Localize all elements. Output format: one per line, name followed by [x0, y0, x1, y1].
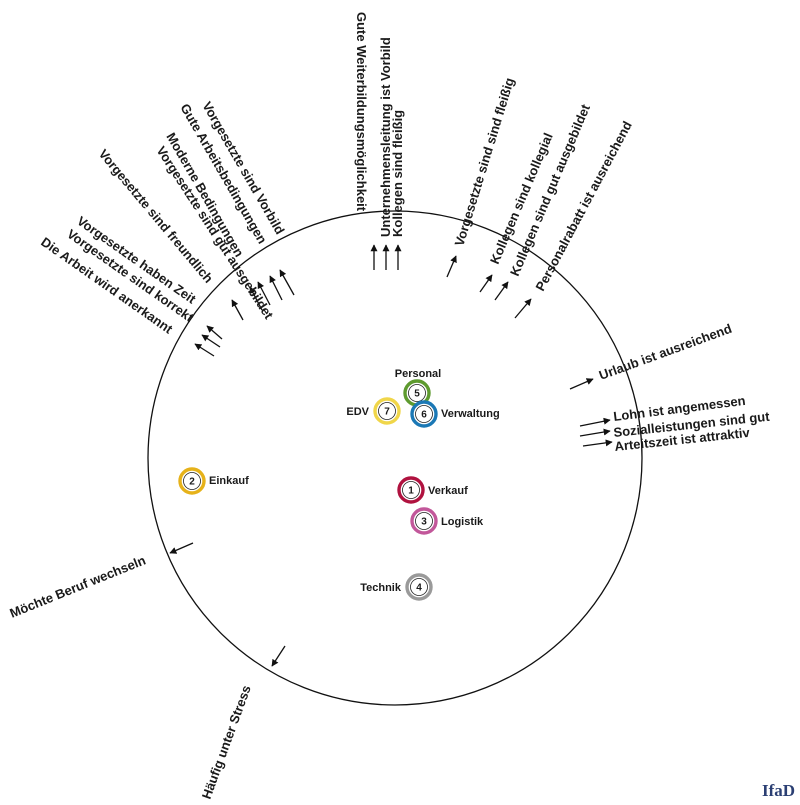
dept-ring-inner-edv [378, 402, 396, 420]
item-label-beruf: Möchte Beruf wechseln [8, 552, 148, 620]
arrow-arbeitszeit [582, 439, 613, 447]
dept-ring-inner-einkauf [183, 472, 201, 490]
arrow-vorg-freundlich [231, 299, 244, 321]
dept-label-verkauf: Verkauf [428, 485, 468, 497]
dept-ring-inner-personal [408, 384, 426, 402]
arrows [169, 244, 613, 667]
dept-label-logistik: Logistik [441, 516, 484, 528]
dept-label-einkauf: Einkauf [209, 475, 249, 487]
arrow-koll-ausgebildet [494, 281, 509, 301]
arrow-vorg-vorbild [279, 269, 295, 296]
dept-label-verwaltung: Verwaltung [441, 408, 500, 420]
arrow-vorg-zeit [206, 325, 223, 340]
dept-number-verkauf: 1 [408, 486, 414, 497]
dept-ring-inner-logistik [415, 512, 433, 530]
departments: 1 Verkauf 2 Einkauf 3 Logistik 4 Technik 5 Person… [178, 368, 500, 601]
item-label-weiterbildung: Gute Weiterbildungsmöglichkeit [354, 12, 369, 212]
arrow-stress [271, 645, 286, 667]
arrow-modern [257, 281, 271, 306]
arrow-koll-kollegial [479, 274, 493, 293]
dept-label-edv: EDV [346, 406, 369, 418]
dept-label-personal: Personal [395, 368, 441, 380]
dept-number-technik: 4 [416, 583, 422, 594]
dept-number-edv: 7 [384, 407, 390, 418]
arrow-arbeitsbed [269, 275, 283, 301]
dept-ring-inner-verwaltung [415, 405, 433, 423]
arrow-beruf [169, 542, 194, 554]
arrow-sozial [579, 428, 611, 437]
arrow-vorg-ausgebildet [249, 286, 263, 311]
arrow-vorg-korrekt [201, 334, 221, 348]
dept-ring-inner-technik [410, 578, 428, 596]
item-label-stress: Häufig unter Stress [199, 683, 254, 801]
item-label-unternehmen: Unternehmensleitung ist Vorbild [378, 37, 393, 237]
dept-label-technik: Technik [360, 582, 402, 594]
arrow-personalrabatt [514, 298, 532, 319]
dept-number-verwaltung: 6 [421, 410, 427, 421]
arrow-urlaub [569, 378, 594, 390]
outer-circle [147, 210, 643, 706]
dept-ring-inner-verkauf [402, 481, 420, 499]
logo: IfaD [762, 781, 795, 800]
arrow-lohn [579, 417, 611, 427]
arrow-vorg-fleissig [446, 255, 457, 278]
item-label-vorg-zeit: Vorgesetzte haben Zeit [74, 213, 199, 307]
dept-number-logistik: 3 [421, 517, 427, 528]
item-label-koll-fleissig: Kollegen sind fleißig [390, 110, 405, 237]
dept-number-personal: 5 [414, 389, 420, 400]
dept-number-einkauf: 2 [189, 477, 195, 488]
arrow-anerkannt [194, 343, 215, 357]
